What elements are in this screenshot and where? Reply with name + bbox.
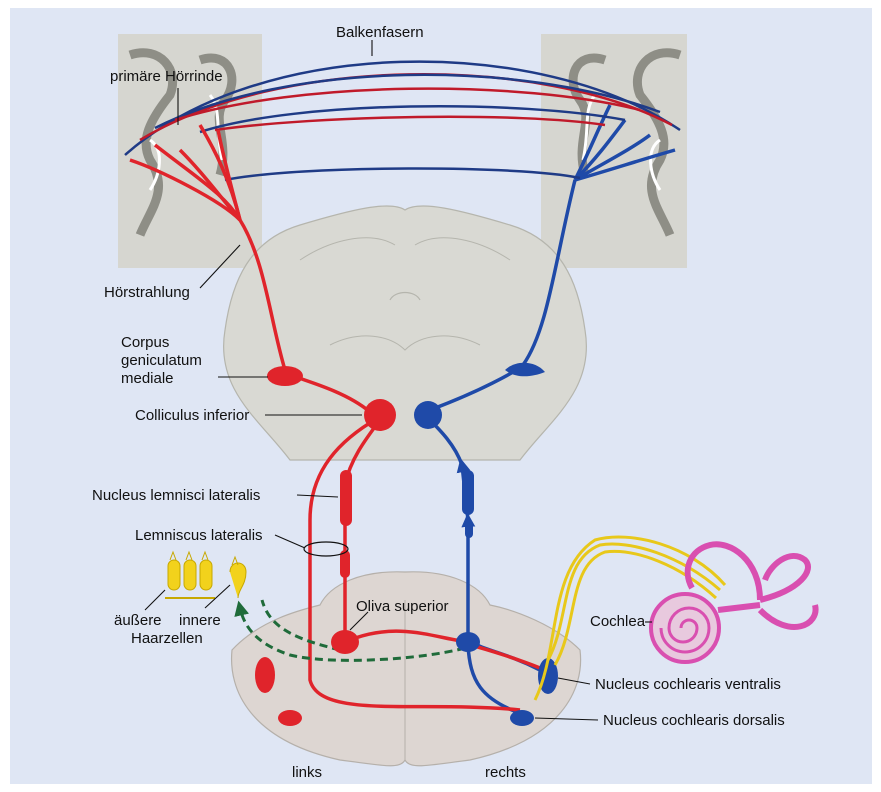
label-corpus-line2: geniculatum xyxy=(121,352,202,369)
oliva-left xyxy=(331,630,359,654)
hair-cells xyxy=(165,552,246,598)
colliculus-right xyxy=(414,401,442,429)
label-nucleus-cochlearis-dorsalis: Nucleus cochlearis dorsalis xyxy=(603,712,785,729)
label-links: links xyxy=(292,764,322,781)
label-hoerstrahlung: Hörstrahlung xyxy=(104,284,190,301)
midbrain-section xyxy=(224,206,587,460)
label-innere: innere xyxy=(179,612,221,629)
label-haarzellen: Haarzellen xyxy=(131,630,203,647)
label-corpus-line1: Corpus xyxy=(121,334,169,351)
corpus-geniculatum-left xyxy=(267,366,303,386)
label-balkenfasern: Balkenfasern xyxy=(336,24,424,41)
cochlear-ventral-left xyxy=(255,657,275,693)
colliculus-left xyxy=(364,399,396,431)
label-colliculus-inferior: Colliculus inferior xyxy=(135,407,249,424)
label-cochlea: Cochlea xyxy=(590,613,645,630)
cochlear-dorsal-left xyxy=(278,710,302,726)
label-aeussere: äußere xyxy=(114,612,162,629)
label-nucleus-cochlearis-ventralis: Nucleus cochlearis ventralis xyxy=(595,676,781,693)
lemnisci-right xyxy=(462,470,474,515)
label-rechts: rechts xyxy=(485,764,526,781)
cochlear-dorsal-right xyxy=(510,710,534,726)
lemnisci-left xyxy=(340,470,352,526)
label-lemniscus-lateralis: Lemniscus lateralis xyxy=(135,527,263,544)
label-nucleus-lemnisci-lateralis: Nucleus lemnisci lateralis xyxy=(92,487,260,504)
label-oliva-superior: Oliva superior xyxy=(356,598,449,615)
label-corpus-line3: mediale xyxy=(121,370,174,387)
oliva-right xyxy=(456,632,480,652)
label-primaere-hoerrinde: primäre Hörrinde xyxy=(110,68,223,85)
